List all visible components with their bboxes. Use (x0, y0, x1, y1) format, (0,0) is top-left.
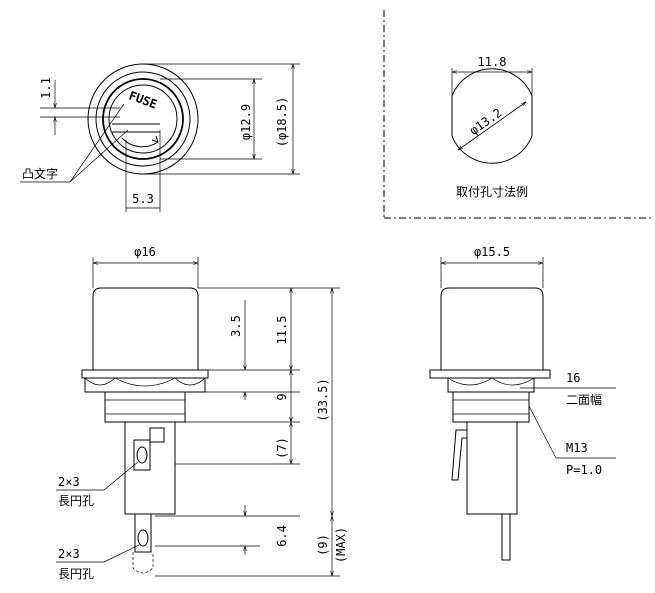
side-nut-chamfer (447, 377, 535, 386)
side-terminal-bottom (501, 514, 511, 561)
dim-7: (7) (275, 437, 289, 459)
thread-body (104, 391, 186, 423)
dim-flats: 二面幅 (566, 392, 602, 407)
top-view: FUSE 1.1 φ12.9 (φ18.5) 5.3 凸文字 (20, 63, 300, 212)
leader-line (69, 103, 125, 183)
rotation-arrowhead (151, 135, 159, 143)
dim-11-5: 11.5 (275, 316, 289, 345)
dim-cap-dia: φ16 (134, 245, 156, 259)
side-lower-housing (466, 421, 518, 515)
dim-text-height: 1.1 (39, 77, 53, 99)
hex-nut-chamfer (84, 377, 206, 387)
side-washer (429, 369, 551, 379)
leader-line (528, 405, 557, 459)
dim-side-cap-dia: φ15.5 (474, 245, 510, 259)
side-view: φ15.5 16 二面幅 M13 P=1.0 (429, 245, 616, 561)
leader-line (103, 461, 139, 491)
dim-9b: (9) (316, 534, 330, 556)
leader-line (69, 129, 129, 183)
dim-6-4: 6.4 (275, 525, 289, 547)
dim-hole-dia: φ13.2 (467, 106, 505, 138)
slot-1 (136, 446, 148, 464)
side-cap-body (440, 287, 544, 371)
dim-max: (MAX) (334, 527, 348, 563)
slot2-label: 長円孔 (58, 567, 94, 581)
dim-33-5: (33.5) (316, 378, 330, 421)
mount-hole-view: 11.8 φ13.2 取付孔寸法例 (451, 55, 533, 199)
slot1-size: 2×3 (58, 475, 80, 489)
dim-knob-dia: φ12.9 (239, 104, 253, 140)
dim-outer-dia: (φ18.5) (275, 97, 289, 148)
dim-offset: 5.3 (132, 192, 154, 206)
side-hex-nut (447, 377, 535, 393)
terminal-2 (134, 513, 152, 553)
side-terminal-left (451, 429, 467, 481)
dim-arrow (458, 101, 527, 150)
cap-body (92, 287, 199, 371)
knob-circle (102, 78, 184, 160)
top-terminal-block (149, 427, 165, 443)
outer-rim-circle (87, 63, 199, 175)
slot2-size: 2×3 (58, 547, 80, 561)
dim-flat: 11.8 (478, 55, 507, 69)
slot-2 (137, 529, 149, 547)
dim-3-5: 3.5 (229, 315, 243, 337)
dim-pitch: P=1.0 (566, 463, 602, 477)
dim-16: 16 (566, 371, 580, 385)
dim-thread: M13 (566, 441, 588, 455)
mount-hole-caption: 取付孔寸法例 (456, 185, 528, 199)
slot-lines (112, 123, 160, 133)
emboss-label: 凸文字 (22, 166, 58, 181)
side-thread-body (452, 391, 530, 423)
leader-line (103, 544, 140, 563)
dim-9: 9 (275, 393, 289, 400)
rotation-arrow (121, 137, 159, 148)
terminal-2-max (132, 552, 154, 574)
fuse-emboss-text: FUSE (127, 88, 159, 111)
terminal-1 (133, 439, 151, 471)
washer (81, 369, 209, 379)
slot1-label: 長円孔 (58, 494, 94, 508)
knob-inner-circle (108, 84, 178, 154)
rim-inner-circle (95, 71, 191, 167)
front-view: φ16 3.5 11.5 9 (7) (33.5) 6.4 (56, 245, 348, 581)
